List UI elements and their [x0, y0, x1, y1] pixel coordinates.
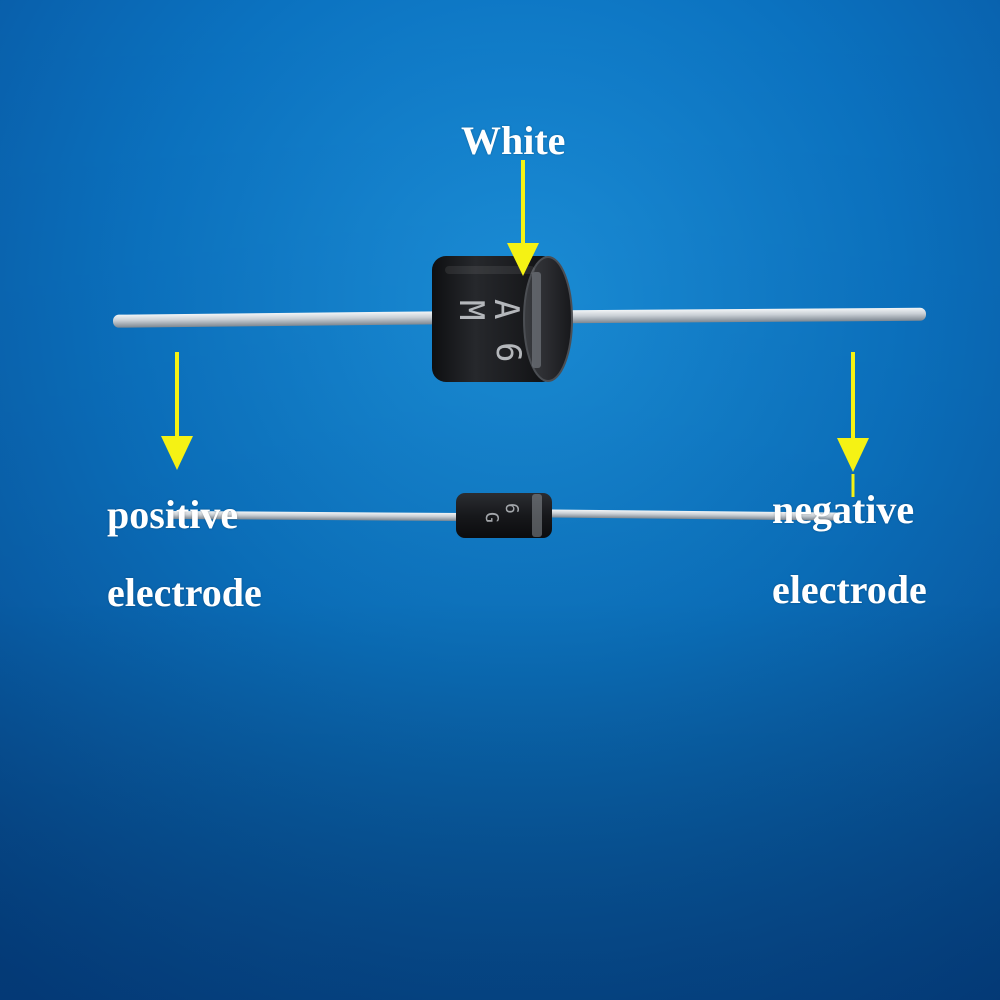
large-diode: A M 6	[113, 256, 927, 382]
large-diode-highlight	[445, 266, 535, 274]
negative-arrow	[837, 352, 869, 497]
arrows	[161, 160, 869, 497]
large-diode-markings: A M 6	[451, 299, 528, 362]
white-band-label: White	[461, 118, 566, 163]
large-diode-left-lead	[113, 311, 444, 328]
negative-electrode-label: electrode	[772, 567, 927, 612]
large-diode-right-lead	[560, 307, 927, 324]
positive-electrode-label: electrode	[107, 570, 262, 615]
large-diode-marking-a: A	[486, 299, 526, 319]
positive-arrow	[161, 352, 193, 470]
small-diode-marking-g: G	[481, 512, 502, 523]
positive-label: positive	[107, 492, 239, 537]
small-diode: 6 G	[170, 493, 840, 538]
small-diode-markings: 6 G	[481, 503, 522, 523]
small-diode-left-lead	[170, 510, 465, 521]
large-diode-marking-m: M	[451, 300, 491, 320]
small-diode-marking-6: 6	[501, 503, 522, 514]
negative-label: negative	[772, 487, 915, 532]
small-diode-body	[456, 493, 552, 538]
small-diode-right-lead	[548, 509, 840, 521]
white-band-arrow	[507, 160, 539, 276]
large-diode-marking-6: 6	[488, 342, 528, 362]
large-diode-end-rim	[523, 256, 573, 382]
large-diode-body	[432, 256, 556, 382]
large-diode-white-band	[532, 272, 541, 368]
small-diode-band	[532, 494, 542, 537]
